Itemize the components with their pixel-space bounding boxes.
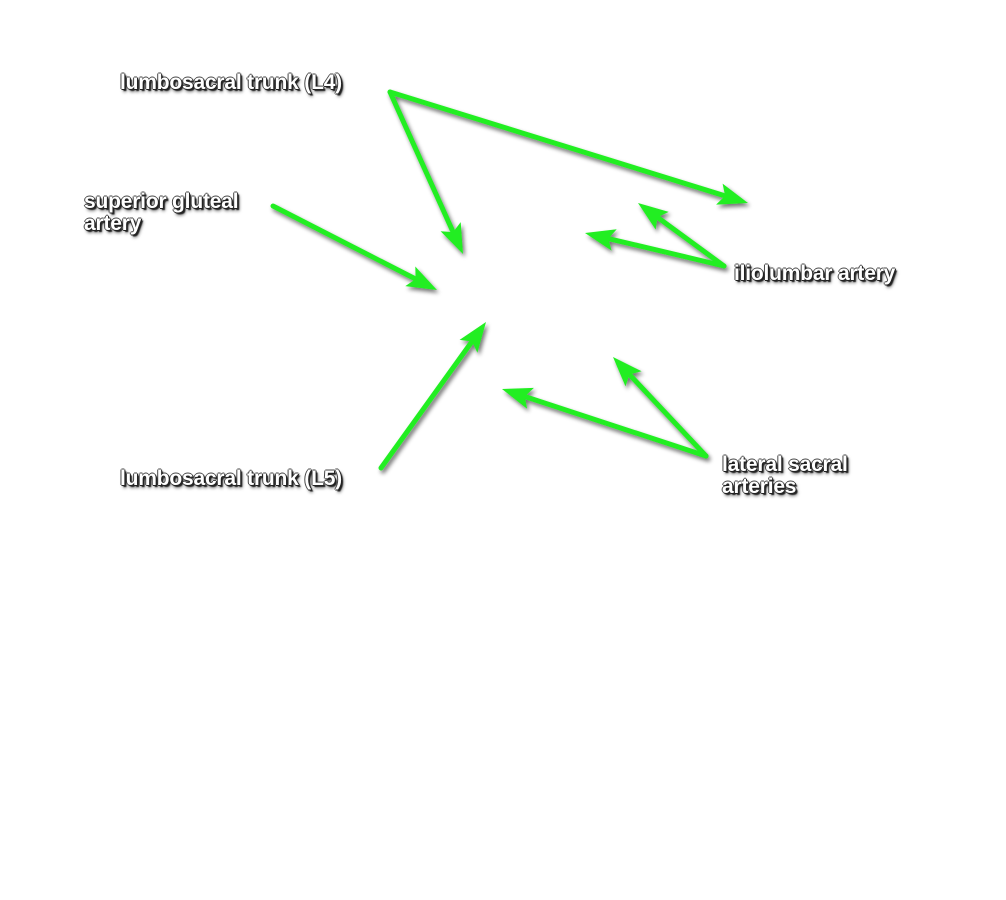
label-lateral-sacral-line2: arteries xyxy=(722,475,797,498)
arrow-lumbosacral-l5-head xyxy=(459,322,486,353)
label-lateral-sacral-arteries: lateral sacral arteries xyxy=(722,454,848,498)
arrow-l4-to-trunk-head xyxy=(440,222,463,254)
label-iliolumbar-artery: iliolumbar artery xyxy=(734,262,896,285)
arrow-iliolumbar-lower-shaft xyxy=(607,236,727,269)
arrow-iliolumbar-lower xyxy=(585,229,727,269)
arrow-l4-to-iliac-head xyxy=(716,183,748,205)
arrow-l4-to-iliac-shaft xyxy=(387,89,726,198)
label-lumbosacral-trunk-l5: lumbosacral trunk (L5) xyxy=(120,467,342,490)
arrow-lumbosacral-l5 xyxy=(378,322,486,471)
label-lateral-sacral-line1: lateral sacral xyxy=(722,453,848,476)
arrow-superior-gluteal-shaft xyxy=(270,203,417,281)
label-superior-gluteal-line1: superior gluteal xyxy=(84,190,239,213)
arrow-lateral-sacral-upper-shaft xyxy=(628,373,709,459)
arrow-iliolumbar-lower-head xyxy=(585,229,617,251)
label-superior-gluteal-line2: artery xyxy=(84,212,142,235)
arrow-lateral-sacral-lower-shaft xyxy=(524,394,709,459)
arrow-superior-gluteal xyxy=(270,203,437,290)
arrow-l4-to-trunk xyxy=(387,89,463,254)
arrow-l4-to-trunk-shaft xyxy=(387,89,455,233)
arrow-l4-to-iliac xyxy=(387,89,748,205)
arrow-lateral-sacral-lower xyxy=(502,387,709,459)
arrow-lateral-sacral-upper xyxy=(613,357,709,459)
arrow-lateral-sacral-upper-head xyxy=(613,357,642,387)
arrow-iliolumbar-upper xyxy=(638,203,727,269)
arrow-lateral-sacral-lower-head xyxy=(502,387,534,409)
arrow-superior-gluteal-head xyxy=(405,266,437,290)
arrow-lumbosacral-l5-shaft xyxy=(378,340,474,471)
label-lumbosacral-trunk-l4: lumbosacral trunk (L4) xyxy=(120,71,342,94)
arrow-iliolumbar-upper-shaft xyxy=(656,215,727,269)
arrow-iliolumbar-upper-head xyxy=(638,203,669,230)
label-superior-gluteal-artery: superior gluteal artery xyxy=(84,190,239,235)
